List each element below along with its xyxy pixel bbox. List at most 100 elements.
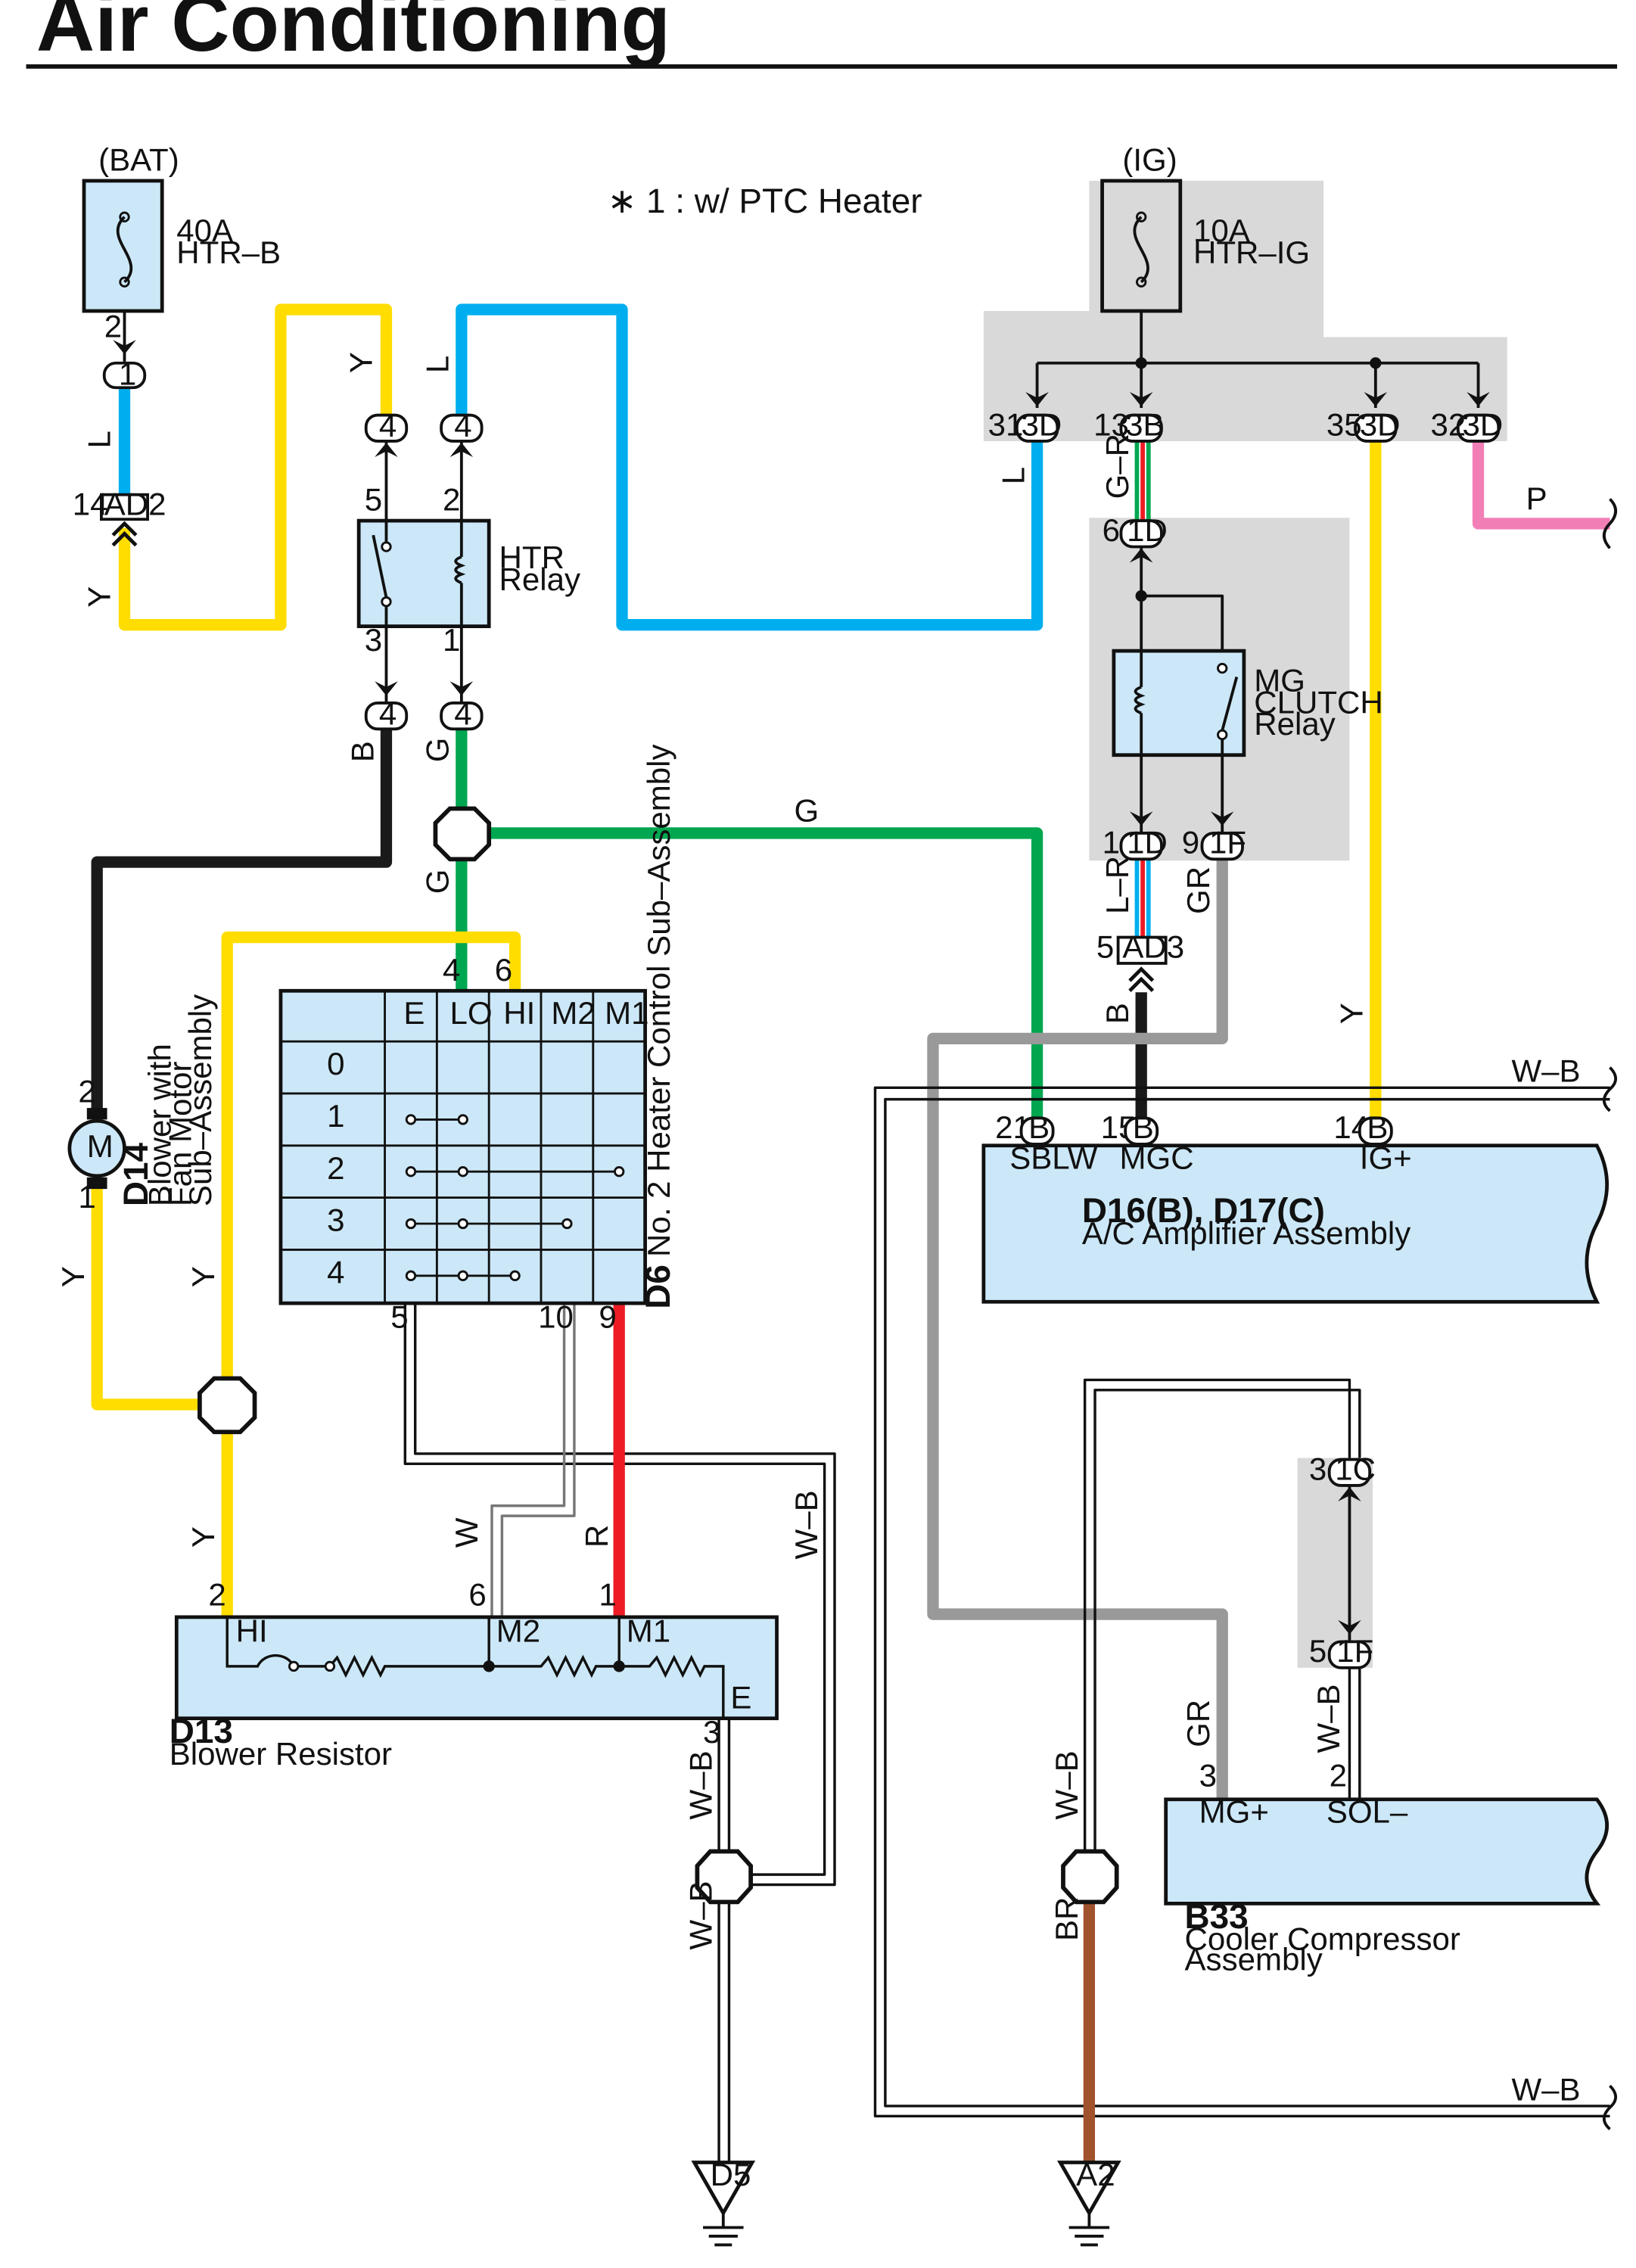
wire-g-sblw [486, 827, 1043, 1118]
svg-text:2: 2 [443, 482, 460, 518]
svg-text:3D: 3D [1463, 406, 1504, 442]
svg-text:A/C Amplifier Assembly: A/C Amplifier Assembly [1082, 1215, 1411, 1251]
svg-text:10A: 10A [1193, 213, 1250, 248]
svg-text:1: 1 [599, 1577, 616, 1613]
svg-text:13: 13 [1093, 406, 1129, 442]
svg-text:B: B [344, 741, 380, 762]
svg-text:6: 6 [495, 952, 512, 988]
svg-text:AD2: AD2 [104, 486, 166, 521]
svg-text:Blower with: Blower with [142, 1044, 178, 1206]
svg-text:G–R: G–R [1099, 434, 1135, 499]
connector-relay-bottom-right: 4 [440, 681, 484, 732]
svg-text:Relay: Relay [1254, 706, 1335, 742]
connector-3b-13: 3B 13 [1093, 391, 1165, 443]
svg-text:B: B [1099, 1003, 1135, 1024]
svg-text:9: 9 [1182, 825, 1199, 860]
splice-y [198, 1376, 257, 1435]
svg-text:W: W [449, 1517, 484, 1548]
svg-text:1: 1 [1103, 825, 1120, 860]
resistor-term-m2: M2 [496, 1613, 540, 1648]
svg-text:9: 9 [599, 1299, 616, 1335]
junction-dot [1370, 357, 1382, 369]
amp-term-mgc: MGC [1120, 1140, 1194, 1175]
svg-text:1D: 1D [1127, 825, 1168, 860]
heater-control-switch: E LO HI M2 M1 0 1 2 3 4 4 6 5 10 9 D6 No… [278, 744, 677, 1335]
wire-y-switch-hi [221, 931, 521, 1379]
switch-row-2: 2 [327, 1150, 344, 1186]
svg-text:W–B: W–B [683, 1750, 719, 1819]
svg-text:14: 14 [73, 486, 108, 521]
splices [198, 806, 1119, 1905]
connector-relay-top-right: 4 [440, 408, 484, 457]
splice-br [1061, 1849, 1119, 1905]
amp-term-sblw: SBLW [1009, 1140, 1097, 1175]
blower-resistor-id: D13 [170, 1711, 233, 1750]
svg-text:R: R [579, 1525, 614, 1548]
wire-l-relay-ig [456, 303, 1043, 631]
svg-text:L: L [420, 356, 456, 373]
splice-g [433, 806, 492, 862]
svg-text:3D: 3D [1022, 406, 1062, 442]
svg-text:W–B: W–B [1311, 1684, 1346, 1753]
svg-text:P: P [1526, 481, 1547, 516]
svg-text:3: 3 [703, 1714, 720, 1750]
svg-text:Y: Y [1334, 1003, 1370, 1024]
connector-3d-31: 3D 31 [988, 391, 1062, 443]
svg-text:1F: 1F [1336, 1633, 1373, 1669]
junction-dot [1135, 357, 1147, 369]
svg-text:Fan Motor: Fan Motor [162, 1062, 198, 1207]
cooler-compressor: MG+ SOL– 3 2 B33 Cooler Compressor Assem… [1164, 1758, 1610, 1977]
switch-row-1: 1 [327, 1098, 344, 1134]
svg-text:Y: Y [55, 1266, 91, 1287]
switch-col-m2: M2 [551, 995, 595, 1031]
svg-text:HTR–IG: HTR–IG [1193, 235, 1310, 270]
svg-text:W–B: W–B [1511, 2071, 1580, 2107]
ground-a2: A2 [1057, 2157, 1121, 2247]
svg-text:5: 5 [1096, 929, 1114, 964]
fuse-htr-ig: (IG) 10A HTR–IG [1100, 142, 1310, 313]
connector-3d-35: 3D 35 [1327, 391, 1401, 443]
svg-text:1: 1 [78, 1179, 95, 1215]
svg-text:10: 10 [538, 1299, 574, 1335]
svg-text:3: 3 [1199, 1758, 1217, 1794]
svg-text:G: G [420, 738, 456, 763]
switch-col-lo: LO [450, 995, 493, 1031]
svg-text:Cooler Compressor: Cooler Compressor [1185, 1921, 1460, 1957]
connector-relay-top-left: 4 [364, 408, 409, 457]
wire-y-blower [91, 1186, 203, 1411]
mg-clutch-relay: MG CLUTCH Relay [1112, 649, 1383, 758]
svg-text:B: B [1367, 1109, 1388, 1145]
svg-text:3: 3 [1309, 1451, 1327, 1486]
svg-text:1: 1 [443, 622, 460, 658]
svg-text:D5: D5 [711, 2157, 751, 2192]
connector-3d-32: 3D 32 [1430, 391, 1504, 443]
wire-b-blower [91, 727, 393, 1111]
svg-text:1: 1 [119, 356, 136, 391]
wire-y-ad2-relay [118, 303, 393, 631]
connector-amp-sblw: B [1019, 1109, 1055, 1146]
switch-row-0: 0 [327, 1046, 344, 1081]
svg-text:Y: Y [185, 1266, 221, 1287]
svg-text:(BAT): (BAT) [98, 142, 179, 178]
connector-1c: 1C 3 [1309, 1451, 1376, 1501]
wire-gr-mg [927, 859, 1228, 1801]
svg-text:W–B: W–B [788, 1490, 824, 1559]
ptc-note: ∗ 1 : w/ PTC Heater [608, 181, 922, 220]
svg-text:GR: GR [1180, 1700, 1216, 1747]
connector-ad3: AD3 5 [1096, 929, 1184, 992]
svg-text:4: 4 [454, 408, 471, 443]
svg-text:Y: Y [343, 352, 378, 373]
svg-text:B: B [1028, 1109, 1050, 1145]
ac-amplifier: SBLW MGC IG+ D16(B), D17(C) A/C Amplifie… [981, 1109, 1609, 1304]
svg-text:GR: GR [1180, 866, 1216, 914]
svg-text:3D: 3D [1360, 406, 1401, 442]
switch-col-e: E [403, 995, 425, 1031]
svg-text:1F: 1F [1209, 825, 1246, 860]
resistor-term-m1: M1 [627, 1613, 670, 1648]
svg-text:Relay: Relay [499, 562, 580, 597]
svg-text:2: 2 [1330, 1758, 1347, 1794]
svg-text:MG: MG [1254, 663, 1305, 698]
svg-text:4: 4 [379, 696, 397, 732]
connector-1c-1f-shaded-area [1297, 1458, 1373, 1668]
svg-text:2: 2 [104, 308, 122, 344]
